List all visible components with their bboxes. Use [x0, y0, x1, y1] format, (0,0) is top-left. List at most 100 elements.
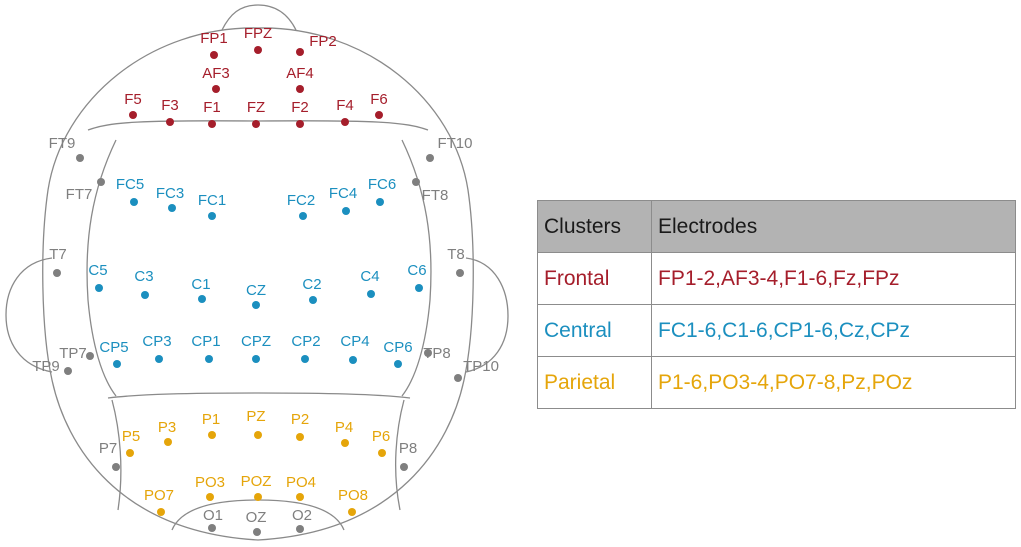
electrode-dot-fc2 — [299, 212, 307, 220]
parietal-right-boundary — [394, 399, 405, 511]
electrode-dot-f6 — [375, 111, 383, 119]
electrode-dot-poz — [254, 493, 262, 501]
table-header-row: Clusters Electrodes — [537, 200, 1016, 253]
electrode-label-f3: F3 — [161, 97, 179, 114]
electrode-dot-oz — [253, 528, 261, 536]
electrode-dot-f3 — [166, 118, 174, 126]
electrode-dot-c3 — [141, 291, 149, 299]
electrode-label-cp6: CP6 — [383, 339, 412, 356]
electrode-dot-p4 — [341, 439, 349, 447]
electrode-label-p8: P8 — [399, 440, 417, 457]
electrode-dot-tp8 — [424, 349, 432, 357]
cluster-frontal: Frontal — [537, 252, 652, 305]
electrode-label-p3: P3 — [158, 419, 176, 436]
electrode-label-cp5: CP5 — [99, 339, 128, 356]
electrode-dot-po7 — [157, 508, 165, 516]
electrode-label-cp2: CP2 — [291, 333, 320, 350]
electrode-label-oz: OZ — [246, 509, 267, 526]
electrode-label-f2: F2 — [291, 99, 309, 116]
electrode-label-fc2: FC2 — [287, 192, 315, 209]
table-row-central: Central FC1-6,C1-6,CP1-6,Cz,CPz — [537, 304, 1016, 357]
electrode-label-f6: F6 — [370, 91, 388, 108]
electrode-dot-c4 — [367, 290, 375, 298]
electrode-dot-cp2 — [301, 355, 309, 363]
electrode-label-fc4: FC4 — [329, 185, 357, 202]
clusters-table: Clusters Electrodes Frontal FP1-2,AF3-4,… — [537, 200, 1016, 409]
electrode-label-cz: CZ — [246, 282, 266, 299]
electrode-dot-f5 — [129, 111, 137, 119]
electrode-label-p1: P1 — [202, 411, 220, 428]
electrode-label-fp1: FP1 — [200, 30, 228, 47]
electrode-dot-af3 — [212, 85, 220, 93]
electrode-label-p4: P4 — [335, 419, 353, 436]
electrode-dot-po8 — [348, 508, 356, 516]
electrode-label-po3: PO3 — [195, 474, 225, 491]
header-clusters: Clusters — [537, 200, 652, 253]
table-row-parietal: Parietal P1-6,PO3-4,PO7-8,Pz,POz — [537, 356, 1016, 409]
electrode-label-c2: C2 — [302, 276, 321, 293]
electrode-dot-p5 — [126, 449, 134, 457]
electrode-label-t8: T8 — [447, 246, 465, 263]
electrode-dot-c1 — [198, 295, 206, 303]
electrode-label-f1: F1 — [203, 99, 221, 116]
electrode-label-pz: PZ — [246, 408, 265, 425]
electrode-label-o1: O1 — [203, 507, 223, 524]
electrode-label-ft10: FT10 — [437, 135, 472, 152]
electrode-dot-cp1 — [205, 355, 213, 363]
electrode-dot-c5 — [95, 284, 103, 292]
electrode-dot-c2 — [309, 296, 317, 304]
electrode-dot-f1 — [208, 120, 216, 128]
electrode-dot-pz — [254, 431, 262, 439]
electrode-label-af3: AF3 — [202, 65, 230, 82]
electrode-dot-fp1 — [210, 51, 218, 59]
electrode-dot-cz — [252, 301, 260, 309]
electrode-dot-cp5 — [113, 360, 121, 368]
electrode-label-fp2: FP2 — [309, 33, 337, 50]
electrode-dot-p8 — [400, 463, 408, 471]
electrode-dot-p7 — [112, 463, 120, 471]
electrode-dot-t7 — [53, 269, 61, 277]
electrode-label-po7: PO7 — [144, 487, 174, 504]
electrode-label-tp7: TP7 — [59, 345, 87, 362]
electrode-dot-fc4 — [342, 207, 350, 215]
electrode-label-fc1: FC1 — [198, 192, 226, 209]
electrode-dot-o2 — [296, 525, 304, 533]
electrode-label-tp9: TP9 — [32, 358, 60, 375]
electrode-dot-o1 — [208, 524, 216, 532]
parietal-left-boundary — [111, 399, 122, 511]
electrode-dot-fpz — [254, 46, 262, 54]
electrode-label-po4: PO4 — [286, 474, 316, 491]
electrode-label-tp10: TP10 — [463, 358, 499, 375]
electrode-dot-p6 — [378, 449, 386, 457]
electrode-dot-p3 — [164, 438, 172, 446]
electrode-dot-p1 — [208, 431, 216, 439]
electrode-label-fc3: FC3 — [156, 185, 184, 202]
cluster-parietal: Parietal — [537, 356, 652, 409]
electrode-label-ft9: FT9 — [49, 135, 76, 152]
electrodes-parietal: P1-6,PO3-4,PO7-8,Pz,POz — [651, 356, 1016, 409]
electrode-label-cp1: CP1 — [191, 333, 220, 350]
left-ear — [5, 257, 53, 373]
electrode-dot-c6 — [415, 284, 423, 292]
electrode-label-fc5: FC5 — [116, 176, 144, 193]
electrode-label-ft7: FT7 — [66, 186, 93, 203]
electrodes-central: FC1-6,C1-6,CP1-6,Cz,CPz — [651, 304, 1016, 357]
electrode-dot-fz — [252, 120, 260, 128]
electrode-dot-ft10 — [426, 154, 434, 162]
electrode-dot-po4 — [296, 493, 304, 501]
electrode-dot-tp9 — [64, 367, 72, 375]
electrode-label-fz: FZ — [247, 99, 265, 116]
electrode-label-p7: P7 — [99, 440, 117, 457]
electrode-dot-cpz — [252, 355, 260, 363]
electrode-label-p5: P5 — [122, 428, 140, 445]
electrode-dot-ft7 — [97, 178, 105, 186]
header-electrodes: Electrodes — [651, 200, 1016, 253]
electrode-label-cp3: CP3 — [142, 333, 171, 350]
electrode-dot-cp4 — [349, 356, 357, 364]
electrode-dot-tp10 — [454, 374, 462, 382]
electrode-label-c6: C6 — [407, 262, 426, 279]
electrode-dot-f4 — [341, 118, 349, 126]
electrode-dot-t8 — [456, 269, 464, 277]
